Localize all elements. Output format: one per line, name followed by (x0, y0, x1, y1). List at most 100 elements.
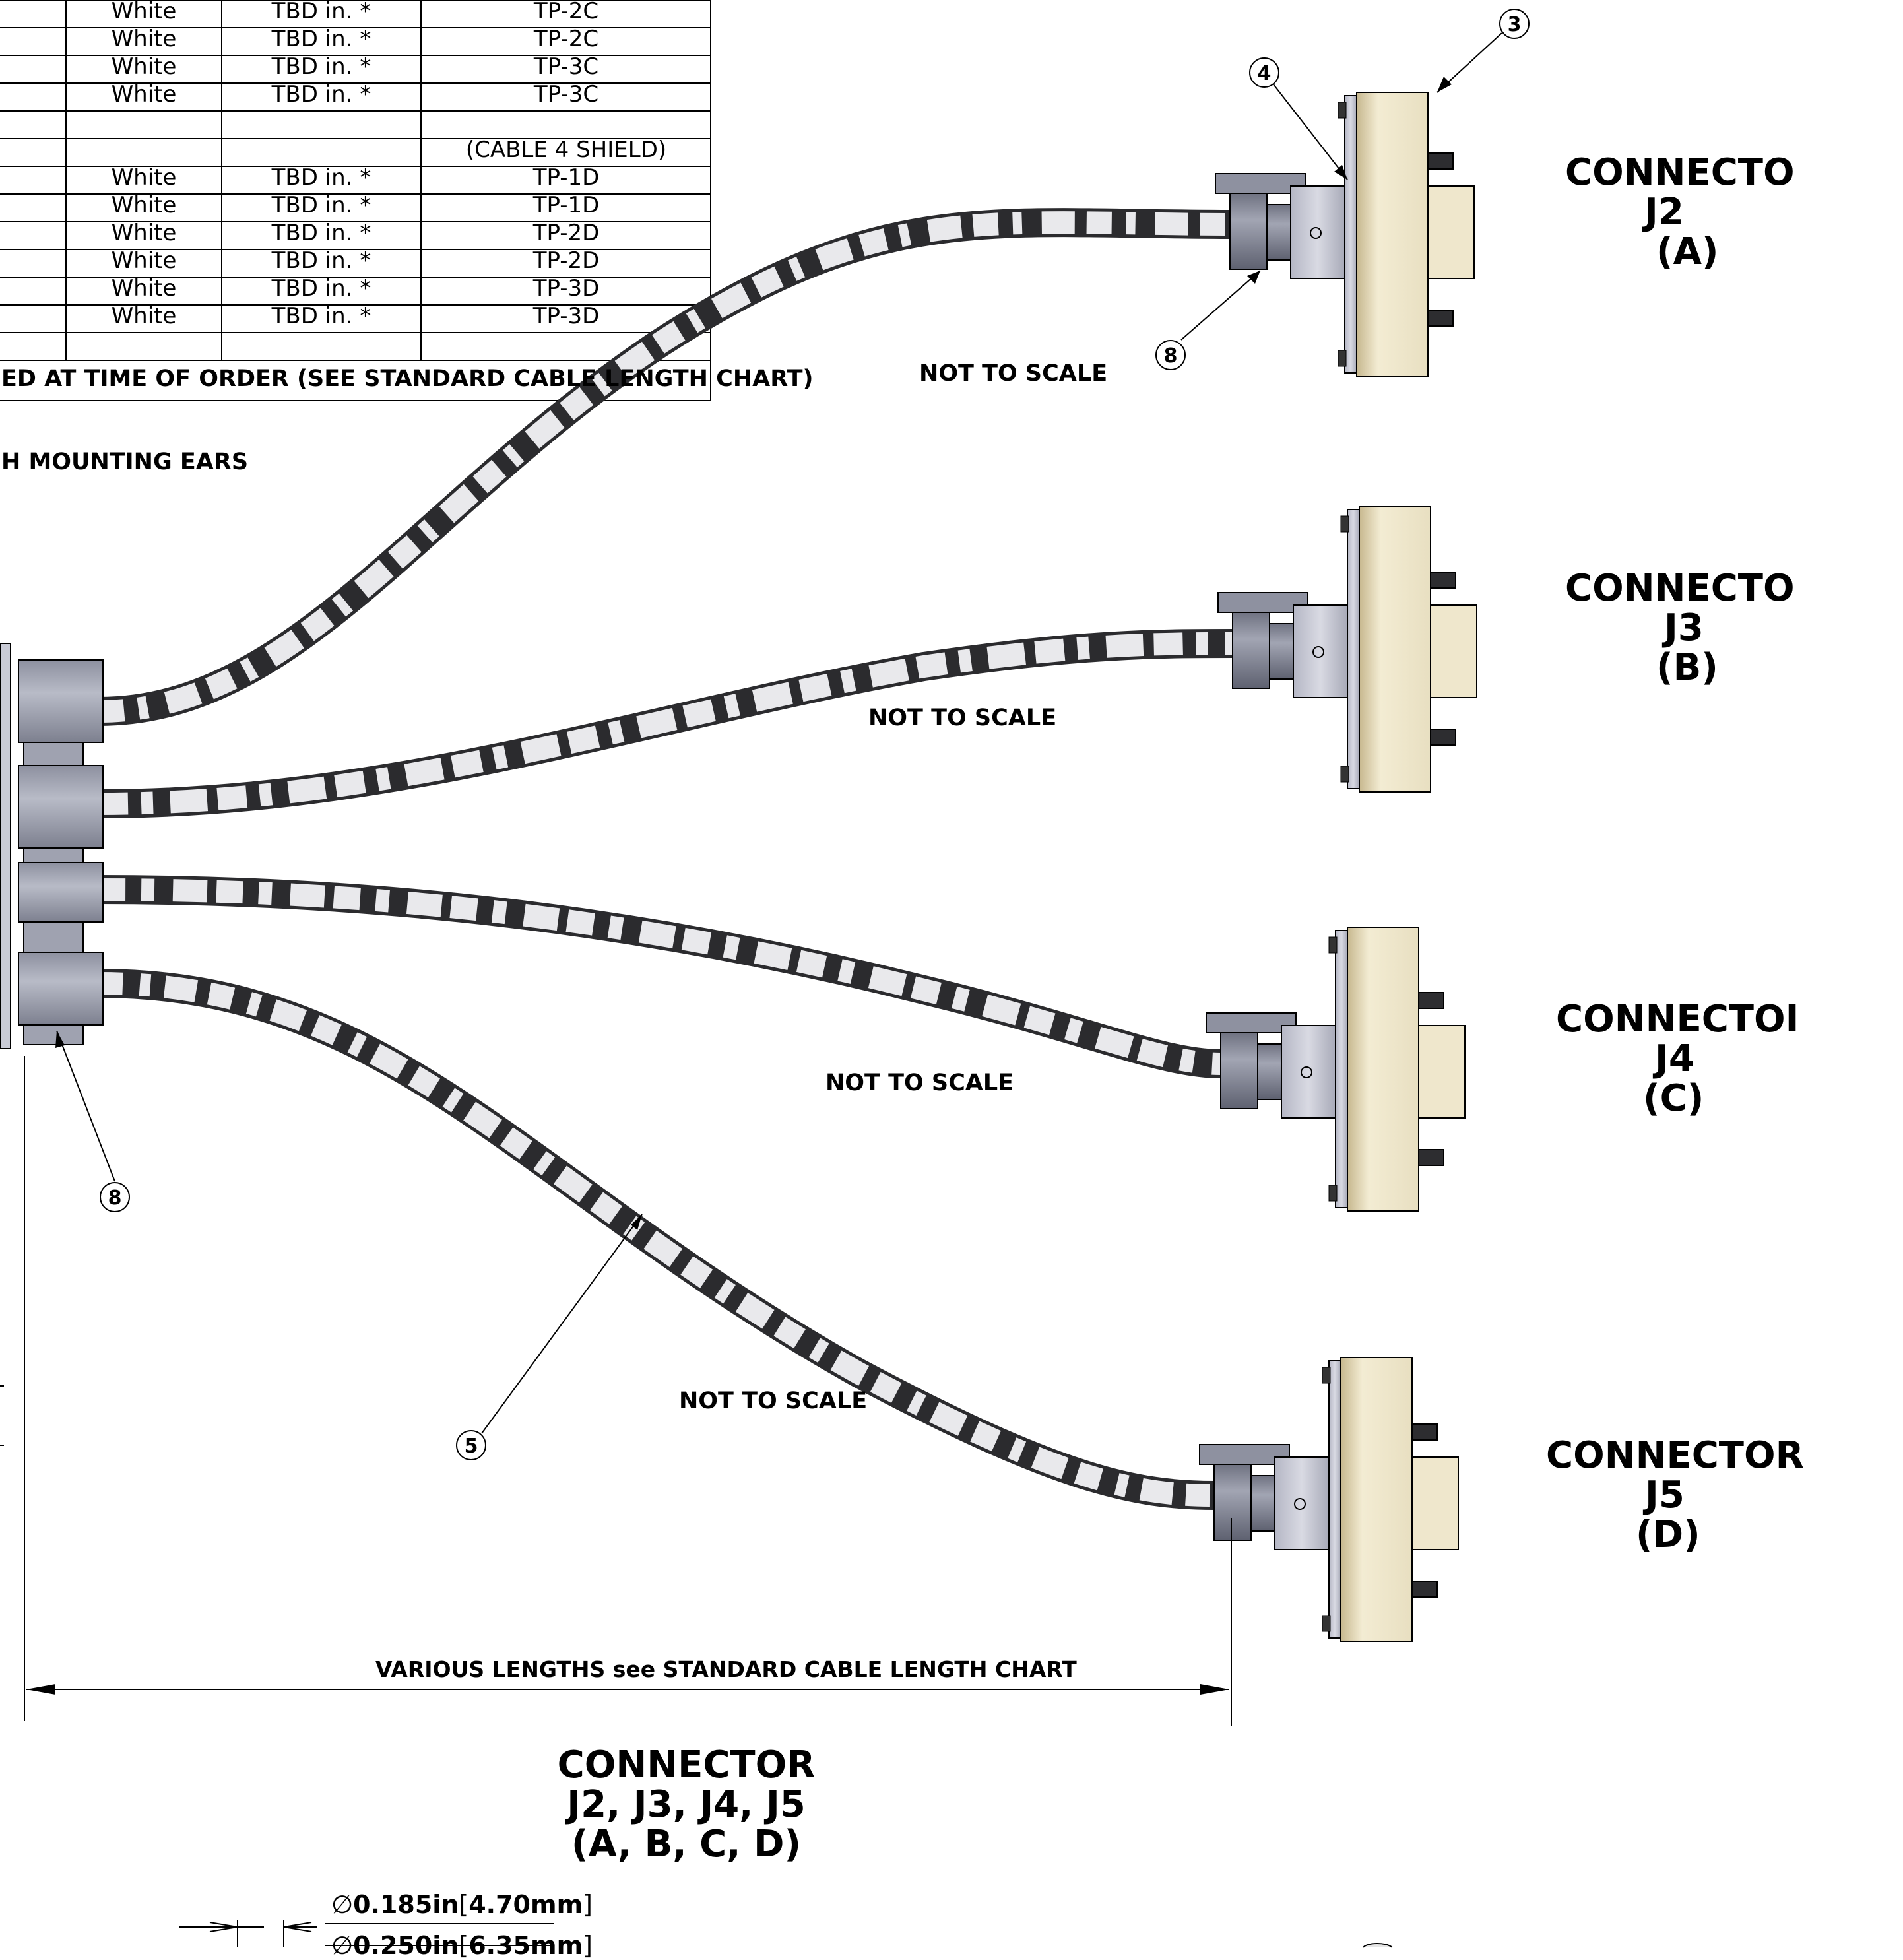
plate-screw-icon (1328, 936, 1338, 954)
detail-dim-1: ∅0.185in[4.70mm] (331, 1890, 593, 1919)
mounting-plate (1344, 95, 1357, 374)
table-cell-length: TBD in. * (271, 275, 371, 302)
connector-summary-line2: J2, J3, J4, J5 (567, 1783, 806, 1826)
jackscrew-icon (1411, 1581, 1438, 1598)
boot-neck (1266, 204, 1291, 261)
arrowheads (55, 77, 1452, 1230)
connector-j3 (1217, 506, 1477, 793)
table-cell-pin: TP-1D (532, 164, 600, 191)
dsub-shell (1411, 1456, 1459, 1550)
connector-j4-line1: CONNECTOI (1556, 998, 1799, 1041)
cable-a (98, 208, 1235, 726)
detail-dimension-lines (179, 1920, 554, 1947)
plate-screw-icon (1322, 1615, 1331, 1632)
connector-j3-line1: CONNECTO (1565, 567, 1795, 610)
backshell (1281, 1025, 1336, 1119)
balloon-8-left-text: 8 (108, 1187, 122, 1210)
balloon-5-text: 5 (465, 1435, 478, 1458)
leaders (56, 32, 1502, 1434)
balloon-4-text: 4 (1258, 62, 1272, 85)
connector-flange (1340, 1357, 1413, 1642)
bottom-right-fragment (1363, 1943, 1393, 1948)
cable-b (98, 629, 1235, 818)
detail-dim-2: ∅0.250in[6.35mm] (331, 1931, 593, 1960)
balloon-3-text: 3 (1508, 13, 1522, 36)
boot-latch (1215, 173, 1306, 194)
balloon-3: 3 (1499, 9, 1530, 39)
plate-screw-icon (1340, 515, 1349, 533)
balloon-5: 5 (456, 1430, 486, 1460)
table-cell-color: White (111, 275, 177, 302)
table-cell-pin: TP-2D (532, 220, 600, 246)
connector-j4-line3: (C) (1643, 1077, 1704, 1120)
dimension-arrowheads (26, 1684, 1229, 1695)
backshell-screw-icon (1294, 1498, 1306, 1510)
table-cell-color: White (111, 303, 177, 329)
boot-body (1220, 1032, 1258, 1109)
diameter-symbol-2: ∅ (331, 1931, 354, 1960)
connector-j2-line2: J2 (1644, 191, 1684, 234)
not-to-scale-note-a: NOT TO SCALE (919, 360, 1108, 387)
dsub-shell (1427, 185, 1475, 279)
detail-dim-1-mm: 4.70mm (468, 1890, 583, 1919)
backshell (1290, 185, 1345, 279)
dsub-shell (1430, 604, 1477, 698)
jackscrew-icon (1430, 729, 1456, 746)
cable-c (98, 875, 1221, 1078)
table-cell-length: TBD in. * (271, 303, 371, 329)
jackscrew-icon (1427, 152, 1454, 170)
table-cell-pin: TP-2C (533, 26, 599, 52)
connector-title-j2: CONNECTO J2 (A) (1565, 153, 1795, 272)
table-cell-color: White (111, 26, 177, 52)
connector-j3-line2: J3 (1664, 606, 1704, 649)
connector-summary-line1: CONNECTOR (557, 1744, 816, 1786)
table-cell-color: White (111, 81, 177, 108)
balloon-4: 4 (1249, 57, 1279, 88)
jackscrew-icon (1411, 1423, 1438, 1441)
mounting-plate (1347, 509, 1360, 789)
table-cell-pin: TP-3C (533, 81, 599, 108)
jackscrew-icon (1427, 310, 1454, 327)
mounting-ears-note: H MOUNTING EARS (1, 449, 249, 475)
not-to-scale-note-b: NOT TO SCALE (868, 705, 1057, 731)
connector-j5-line2: J5 (1645, 1474, 1685, 1517)
table-cell-length: TBD in. * (271, 53, 371, 80)
backshell-screw-icon (1312, 646, 1324, 658)
boot-neck (1257, 1043, 1282, 1100)
table-cell-pin: TP-1D (532, 192, 600, 218)
connector-j2-line3: (A) (1656, 230, 1719, 273)
plate-screw-icon (1340, 766, 1349, 783)
boot-neck (1250, 1475, 1275, 1532)
table-cell-length: TBD in. * (271, 81, 371, 108)
connector-j2-line1: CONNECTO (1565, 151, 1795, 194)
plate-screw-icon (1328, 1185, 1338, 1202)
connector-title-j4: CONNECTOI J4 (C) (1556, 1000, 1799, 1119)
connector-j5 (1199, 1357, 1459, 1642)
jackscrew-icon (1418, 992, 1444, 1009)
various-lengths-label: VARIOUS LENGTHS see STANDARD CABLE LENGT… (375, 1656, 1077, 1682)
detail-dim-2-mm: 6.35mm (468, 1931, 583, 1960)
jackscrew-icon (1418, 1149, 1444, 1166)
detail-dim-2-in: 0.250in (353, 1931, 459, 1960)
plate-screw-icon (1338, 102, 1347, 119)
connector-j4-line2: J4 (1655, 1037, 1694, 1080)
backshell (1293, 604, 1348, 698)
table-cell-length: TBD in. * (271, 0, 371, 24)
table-cell-color: White (111, 192, 177, 218)
connector-flange (1356, 92, 1429, 377)
plate-screw-icon (1338, 350, 1347, 367)
table-cell-color: White (111, 247, 177, 274)
table-cell-color: White (111, 164, 177, 191)
not-to-scale-note-d: NOT TO SCALE (679, 1388, 868, 1414)
table-cell-pin: TP-3C (533, 53, 599, 80)
table-cell-pin: TP-3D (532, 303, 600, 329)
table-cell-color: White (111, 0, 177, 24)
connector-j5-line1: CONNECTOR (1546, 1434, 1804, 1477)
plate-screw-icon (1322, 1367, 1331, 1384)
breakout-housing (0, 643, 104, 1049)
table-cell-color: White (111, 220, 177, 246)
table-cell-length: TBD in. * (271, 220, 371, 246)
table-cell-color: White (111, 53, 177, 80)
mounting-plate (1335, 930, 1348, 1208)
connector-title-j5: CONNECTOR J5 (D) (1546, 1436, 1804, 1555)
